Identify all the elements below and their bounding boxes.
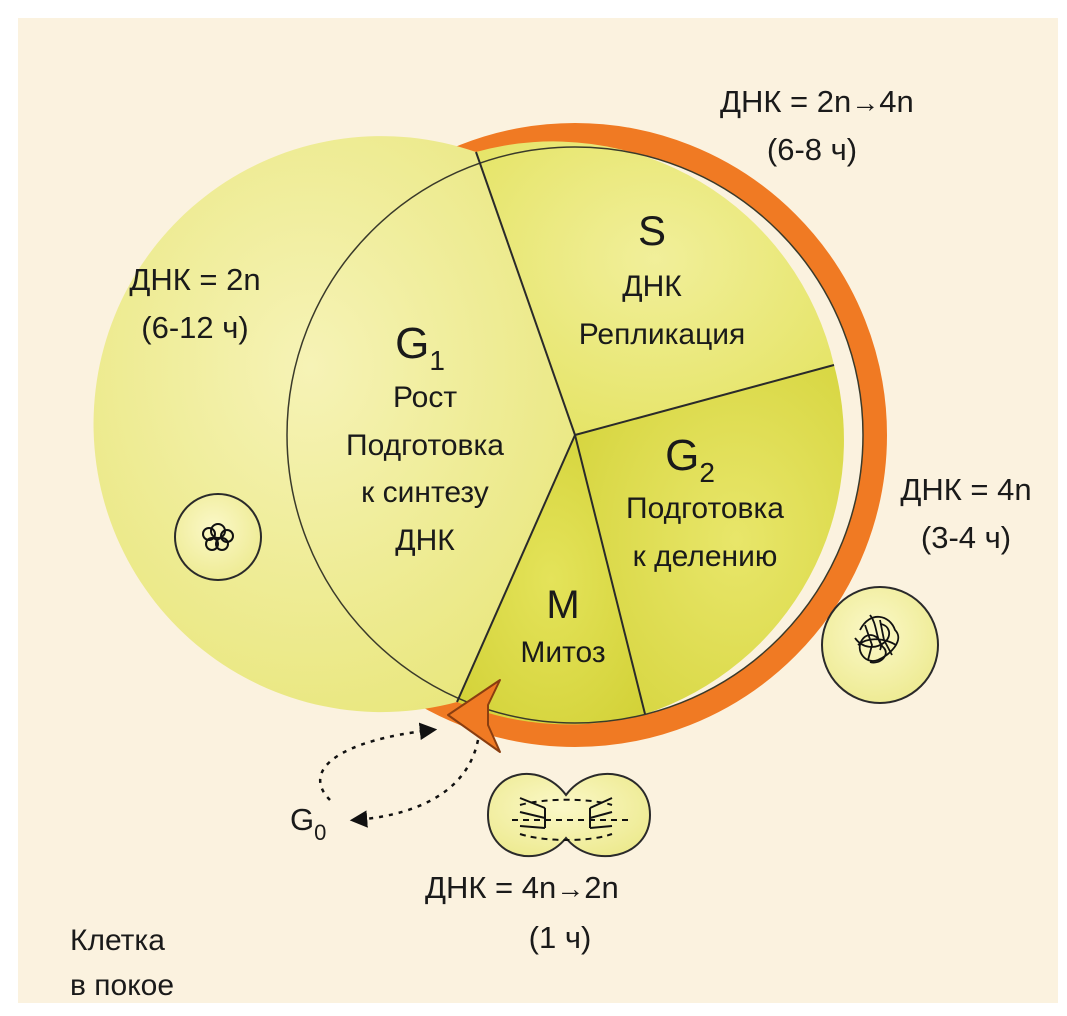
g2-annotation-dna: ДНК = 4n — [900, 472, 1031, 507]
m-letter: M — [546, 583, 579, 627]
s-line-1: ДНК — [622, 270, 682, 303]
g1-line-4: ДНК — [395, 524, 455, 557]
cell-condensed-chromatin-icon — [822, 587, 938, 703]
resting-cell-line-1: Клетка — [70, 924, 165, 957]
g1-annotation-dna: ДНК = 2n — [129, 262, 260, 297]
g1-line-3: к синтезу — [361, 476, 489, 509]
m-line-1: Митоз — [520, 636, 605, 669]
s-annotation-time: (6-8 ч) — [767, 132, 857, 167]
g1-line-2: Подготовка — [346, 429, 504, 462]
m-annotation-dna: ДНК = 4n→2n — [425, 870, 619, 905]
m-annotation-time: (1 ч) — [529, 920, 592, 955]
s-letter: S — [638, 207, 666, 254]
s-annotation-dna: ДНК = 2n→4n — [720, 84, 914, 119]
s-line-2: Репликация — [579, 318, 746, 351]
cell-interphase-icon — [175, 494, 261, 580]
g2-line-1: Подготовка — [626, 492, 784, 525]
g1-line-1: Рост — [393, 381, 457, 414]
g2-annotation-time: (3-4 ч) — [921, 520, 1011, 555]
g1-annotation-time: (6-12 ч) — [141, 310, 248, 345]
resting-cell-line-2: в покое — [70, 969, 174, 1002]
g2-line-2: к делению — [633, 540, 778, 573]
